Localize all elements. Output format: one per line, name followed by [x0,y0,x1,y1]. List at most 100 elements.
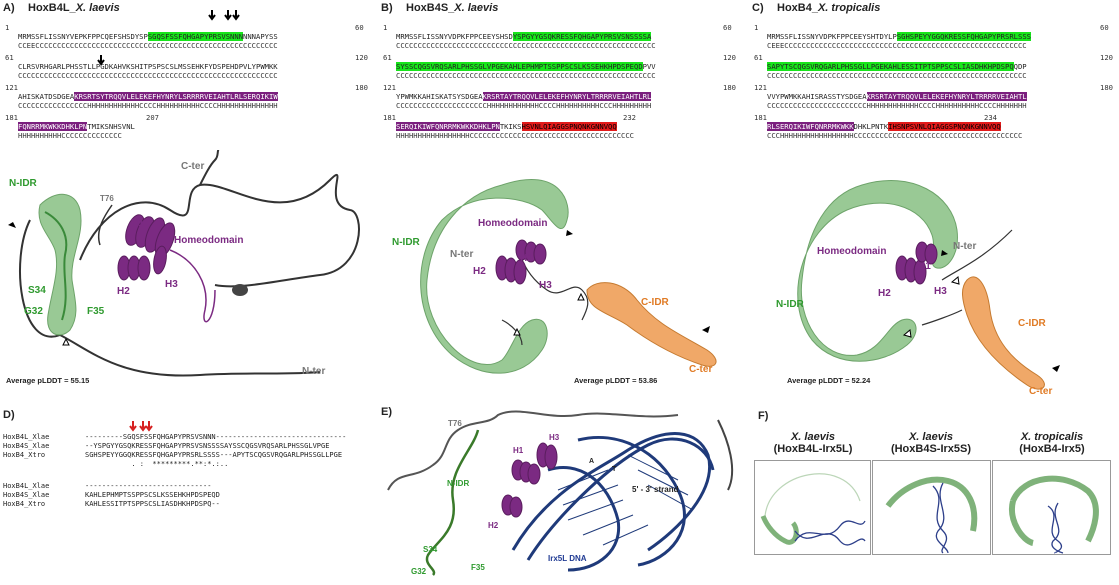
f35-label: F35 [471,563,485,572]
seq-line: 181 207 FQNRRMKWKKDHKLPNTMIKSNHSVNL HHHH… [5,113,369,144]
homeodomain-helices [117,214,176,281]
alignment-block-1: HoxB4L_Xlae---------SGQSFSSFQHGAPYPRSVSN… [3,433,347,468]
secondary-structure: CCEECCCCCCCCCCCCCCCCCCCCCCCCCCCCCCCCCCCC… [18,41,278,50]
seq-start-number: 121 [5,83,18,92]
c-idr-surface [586,282,717,367]
seq-line: 121 180 YPWMKKAHISKATSYSDGEAKRSRTAYTRQQV… [383,83,736,110]
arrow-outline-icon [950,276,960,285]
arrow-outline-icon [513,327,521,336]
arrow-outline-icon [902,329,912,338]
n-idr-label: N-IDR [776,299,804,310]
c-idr-label: C-IDR [1018,318,1046,329]
n-idr-surface [797,180,958,362]
n-ter-label: N-ter [302,366,326,377]
seq-start-number: 1 [5,23,10,32]
panel-a-letter: A) [3,2,15,14]
n-idr-surface [38,193,82,336]
seq-end-number: 180 [355,83,368,92]
seq-end-number: 60 [355,23,364,32]
seq-line: 121 180 VVYPWMKKAHISRASSTYSDGEAKRSRTAYTR… [754,83,1113,110]
seq-end-number: 120 [355,53,368,62]
f-box-3 [992,460,1111,555]
arrow-icon [8,222,16,228]
arrow-outline-icon [577,292,585,301]
c-idr-surface [962,276,1045,390]
base-a-label: A [589,458,595,465]
panel-a-title-species: X. laevis [75,2,120,14]
secondary-structure: CCCCCCCCCCCCCCCCHHHHHHHHHHHHCCCCHHHHHHHH… [18,101,278,110]
n-ter-label: N-ter [953,241,977,252]
h2-label: H2 [878,288,891,299]
f-box-3-title: X. tropicalis(HoxB4-Irx5) [1019,431,1085,455]
n-idr-surface [420,179,569,374]
dna-base-pairs [557,454,694,546]
secondary-structure: HHHHHHHHHHCCCCCCCCCCCCCC [18,131,122,140]
seq-residues: AHISKATDSDGEAKRSRTSYTRQQVLELEKEFHYNRYLSR… [18,92,278,101]
h3-label: H3 [934,286,947,297]
arrow-icon [941,250,948,256]
s34-label: S34 [28,285,46,296]
h3-label: H3 [165,279,178,290]
seq-line: 1 60 MRMSSFLISSNYVDPKFPPCEEYSHTDYLPSGHSP… [754,23,1109,50]
seq-line: 181 234 RLSERQIKIWFQNRRMKWKKDHKLPNTKIHSN… [754,113,1023,140]
homeodomain-helices [501,442,558,518]
c-ter-label: C-ter [181,161,205,172]
arrow-icon [702,326,710,333]
small-helix [232,284,248,296]
panel-b-sequence: 1 60 MRMSSFLISSNYVDPKFPPCEEYSHSDYSPGYYGS… [383,23,747,144]
f-box-2-title: X. laevis(HoxB4S-Irx5S) [890,431,972,455]
seq-residues: FQNRRMKWKKDHKLPNTMIKSNHSVNL [18,122,135,131]
panel-c-letter: C) [752,2,764,14]
dna-label: Irx5L DNA [548,554,587,563]
n-idr-chain [425,429,480,576]
panel-f-letter: F) [758,410,769,422]
f35-label: F35 [87,306,105,317]
panel-b-structure [420,179,717,374]
arrow-outline-icon [62,337,70,346]
strand-label: 5' - 3' strand [632,485,679,494]
g32-label: G32 [24,306,43,317]
panel-b-title: HoxB4S_X. laevis [406,2,499,14]
seq-line: 61 120 SYSSCQGSVRQSARLPHSSGLVPGEKAHLEPHM… [383,53,736,80]
f-box-1-title: X. laevis(HoxB4L-Irx5L) [773,431,853,455]
arrow-icon [1052,365,1060,372]
panel-e-structure [387,410,734,576]
homeodomain-helices [495,239,547,285]
panel-d-letter: D) [3,409,15,421]
base-t-label: T [612,466,617,473]
c-ter-label: C-ter [1029,386,1053,397]
seq-start-number: 61 [5,53,14,62]
f-box-2 [872,460,991,555]
plddt-label: Average pLDDT = 52.24 [787,376,871,385]
phospho-site-arrows [208,10,240,21]
homeodomain-helices [895,241,938,285]
n-idr-label: N-IDR [9,178,37,189]
panel-c-title: HoxB4_X. tropicalis [777,2,881,14]
alignment-block-2: HoxB4L_Xlae-----------------------------… [3,482,220,508]
seq-line: 181 232 SERQIKIWFQNRRMKWKKDHKLPNTKIKSHSV… [383,113,636,140]
h3-label: H3 [539,280,552,291]
c-terminal-coil [79,173,360,288]
plddt-label: Average pLDDT = 53.86 [574,376,658,385]
homeodomain-label: Homeodomain [478,218,548,229]
c-idr-label: C-IDR [641,297,669,308]
seq-residues: MRMSSFLISSNYVEPKFPPCQEFSHSDYSPSGQSFSSFQH… [18,32,278,41]
seq-start-number: 181 [5,113,18,122]
panel-a-title-protein: HoxB4L_ [28,2,76,14]
panel-c-structure [797,180,1060,390]
panel-a-sequence: 1 60 MRMSSFLISSNYVEPKFPPCQEFSHSDYSPSGQSF… [5,23,369,144]
h1-label: H1 [131,218,144,229]
panel-b-letter: B) [381,2,393,14]
panel-a-structure [8,150,360,377]
arrow-icon [566,230,573,236]
plddt-label: Average pLDDT = 55.15 [6,376,90,385]
h3-label: H3 [549,433,560,442]
h2-label: H2 [117,286,130,297]
seq-line: 121 180 AHISKATDSDGEAKRSRTSYTRQQVLELEKEF… [5,83,369,114]
t76-label: T76 [448,419,462,428]
n-idr-label: N-IDR [447,479,470,488]
c-ter-label: C-ter [689,364,713,375]
seq-line: 1 60 MRMSSFLISSNYVEPKFPPCQEFSHSDYSPSGQSF… [5,23,369,54]
homeodomain-label: Homeodomain [817,246,887,257]
n-idr-label: N-IDR [392,237,420,248]
